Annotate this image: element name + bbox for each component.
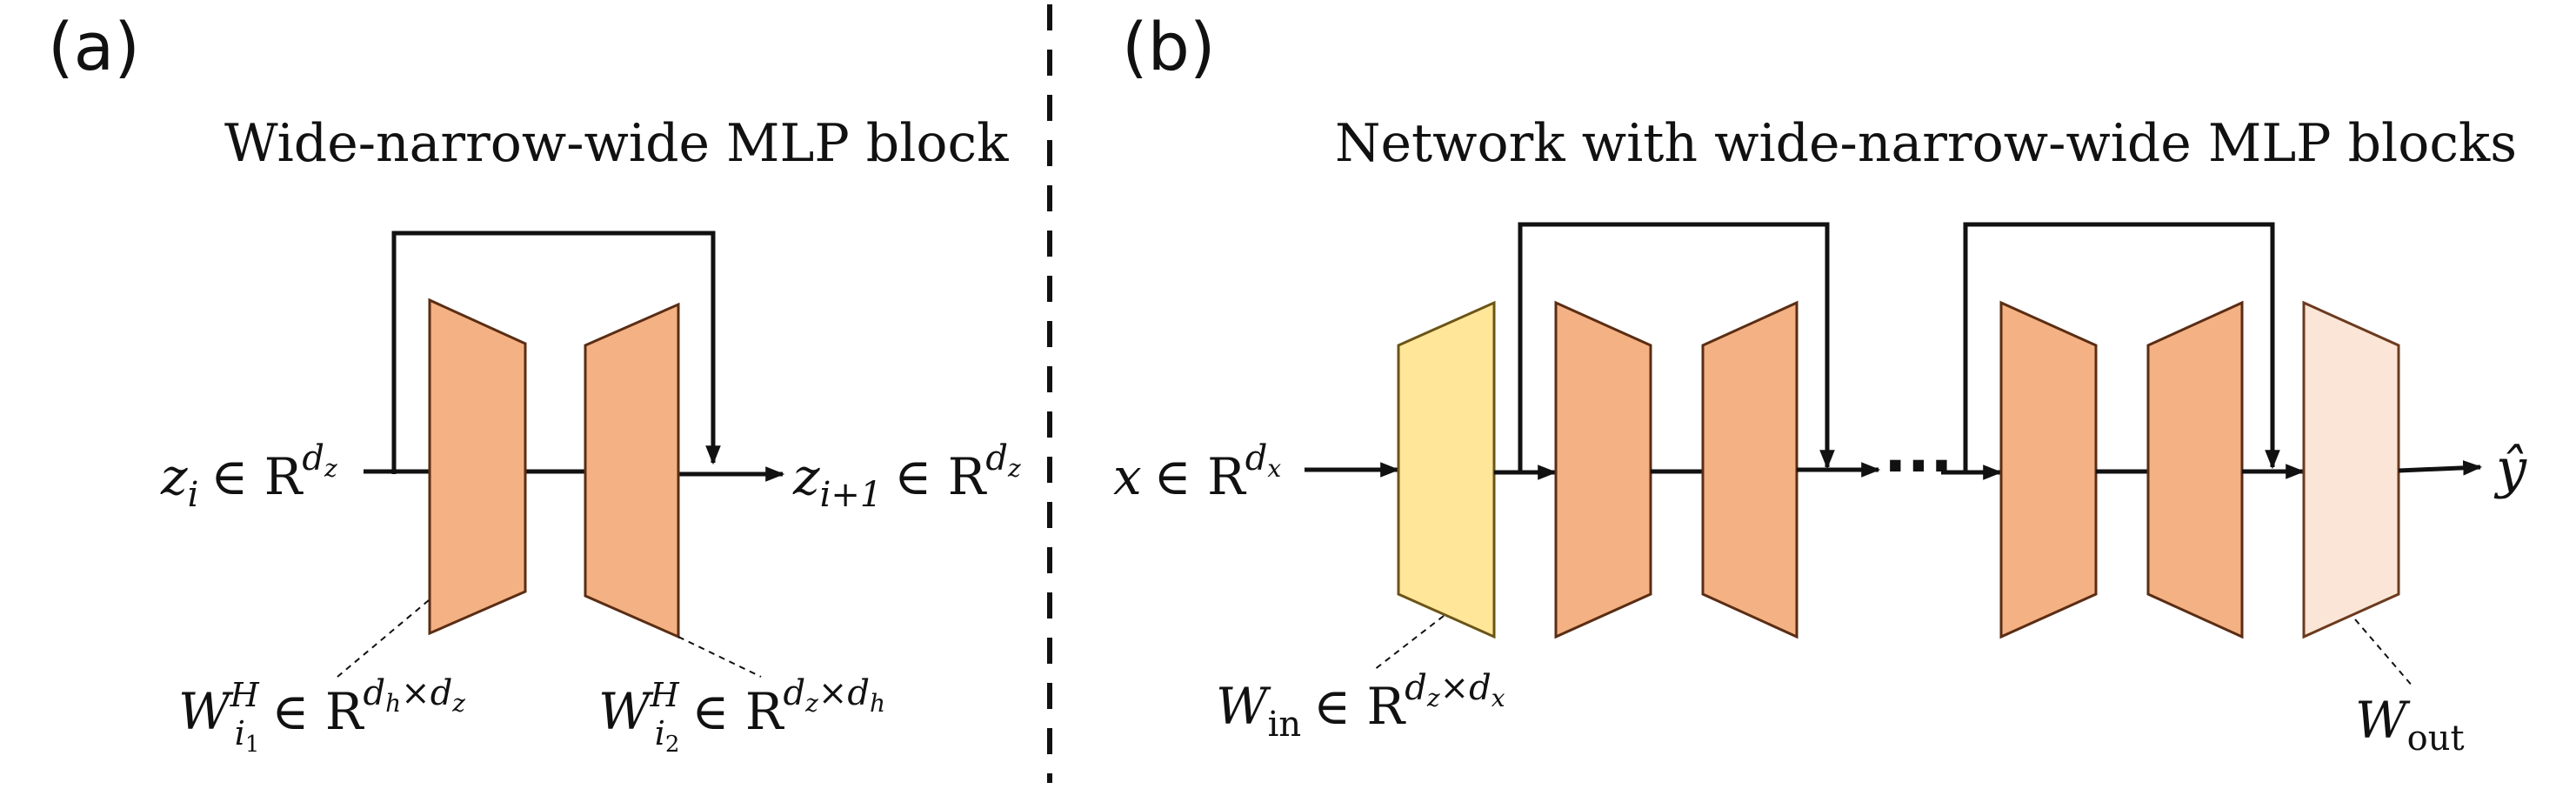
mlp-layer-1-a: [428, 298, 527, 636]
mlp-block-1-layer-2: [1701, 300, 1799, 639]
ellipsis: ···: [1884, 431, 1953, 502]
input-label-b: x∈ Rdx: [1113, 438, 1281, 506]
output-arrow-b: [2398, 460, 2483, 476]
leader-w-out: [2354, 618, 2414, 688]
output-layer-w-out: [2302, 300, 2400, 639]
panel-a-title: Wide-narrow-wide MLP block: [224, 113, 1009, 174]
output-label-a: zi+1∈ Rdz: [792, 438, 1021, 515]
mlp-layer-2-a: [584, 302, 680, 639]
input-label-a: zi∈ Rdz: [160, 438, 337, 515]
w-out-label: Wout: [2355, 691, 2465, 759]
skip-connection-b2: [1963, 222, 2280, 472]
panel-b-diagram: x∈ Rdx ··· ŷ: [1113, 222, 2527, 759]
panel-b-title: Network with wide-narrow-wide MLP blocks: [1335, 113, 2517, 174]
leader-w2: [677, 636, 762, 678]
mlp-block-2-layer-2: [2146, 300, 2244, 639]
skip-connection-b1: [1518, 222, 1835, 472]
skip-connection-a: [391, 231, 721, 474]
panel-a-label: (a): [48, 8, 140, 85]
leader-w1: [337, 599, 430, 678]
input-layer-w-in: [1397, 300, 1496, 639]
panel-b-label: (b): [1122, 8, 1216, 85]
leader-w-in: [1373, 615, 1445, 671]
mlp-block-1-layer-1: [1554, 300, 1652, 639]
mlp-block-2-layer-1: [1999, 300, 2098, 639]
output-label-b: ŷ: [2493, 437, 2527, 500]
w-in-label: Win∈ Rdz×dx: [1216, 668, 1505, 745]
